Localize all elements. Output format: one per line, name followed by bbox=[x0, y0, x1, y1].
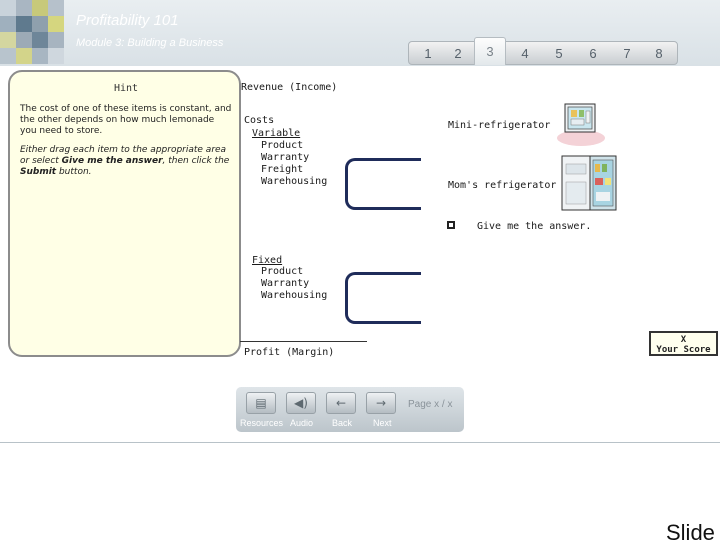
fixed-item-warranty: Warranty bbox=[261, 278, 310, 289]
resources-button[interactable]: ▤ bbox=[246, 392, 276, 414]
module-tabs-bar bbox=[408, 41, 678, 65]
tab-6[interactable]: 6 bbox=[589, 46, 597, 61]
mom-fridge-label[interactable]: Mom's refrigerator bbox=[448, 180, 557, 191]
back-arrow-icon: ← bbox=[335, 396, 347, 410]
mini-fridge-label[interactable]: Mini-refrigerator bbox=[448, 120, 551, 131]
hint-paragraph-1: The cost of one of these items is consta… bbox=[20, 104, 232, 136]
score-label: Your Score bbox=[656, 345, 711, 355]
give-answer-checkbox[interactable] bbox=[447, 221, 455, 229]
fixed-drop-line-bottom bbox=[355, 321, 421, 324]
fixed-drop-bracket[interactable] bbox=[345, 272, 359, 324]
back-label: Back bbox=[332, 418, 353, 428]
variable-item-warehousing: Warehousing bbox=[261, 176, 328, 187]
hint-title: Hint bbox=[114, 83, 139, 94]
module-subtitle: Module 3: Building a Business bbox=[76, 37, 224, 49]
back-button[interactable]: ← bbox=[326, 392, 356, 414]
variable-item-product: Product bbox=[261, 140, 304, 151]
bottom-separator bbox=[0, 442, 720, 443]
tab-4[interactable]: 4 bbox=[521, 46, 529, 61]
resources-label: Resources bbox=[240, 418, 284, 428]
score-box: X Your Score bbox=[649, 331, 718, 356]
audio-button[interactable]: ◀) bbox=[286, 392, 316, 414]
tab-3[interactable]: 3 bbox=[474, 37, 506, 65]
variable-drop-line-bottom bbox=[355, 207, 421, 210]
audio-label: Audio bbox=[290, 418, 314, 428]
next-label: Next bbox=[373, 418, 392, 428]
hint-text: The cost of one of these items is consta… bbox=[20, 104, 232, 186]
fixed-label: Fixed bbox=[252, 255, 283, 266]
tab-2[interactable]: 2 bbox=[454, 46, 462, 61]
fixed-item-warehousing: Warehousing bbox=[261, 290, 328, 301]
costs-label: Costs bbox=[244, 115, 275, 126]
page-counter: Page x / x bbox=[408, 399, 453, 410]
tab-7[interactable]: 7 bbox=[623, 46, 631, 61]
resources-icon: ▤ bbox=[255, 396, 267, 410]
fixed-drop-line-top bbox=[355, 272, 421, 275]
revenue-label: Revenue (Income) bbox=[241, 82, 338, 93]
hint-paragraph-2: Either drag each item to the appropriate… bbox=[20, 145, 230, 177]
variable-drop-bracket[interactable] bbox=[345, 158, 359, 210]
profit-separator bbox=[240, 341, 367, 342]
hint-panel bbox=[8, 70, 241, 357]
mom-fridge-icon[interactable] bbox=[560, 152, 620, 214]
logo-checker bbox=[0, 0, 64, 64]
next-arrow-icon: → bbox=[375, 396, 387, 410]
fixed-item-product: Product bbox=[261, 266, 304, 277]
profit-label: Profit (Margin) bbox=[244, 347, 335, 358]
variable-drop-line-top bbox=[355, 158, 421, 161]
variable-item-warranty: Warranty bbox=[261, 152, 310, 163]
variable-label: Variable bbox=[252, 128, 301, 139]
audio-icon: ◀) bbox=[294, 396, 308, 410]
next-button[interactable]: → bbox=[366, 392, 396, 414]
mini-fridge-icon[interactable] bbox=[555, 100, 607, 148]
slide-label: Slide bbox=[666, 520, 715, 545]
variable-item-freight: Freight bbox=[261, 164, 304, 175]
course-title: Profitability 101 bbox=[76, 12, 179, 29]
tab-5[interactable]: 5 bbox=[555, 46, 563, 61]
give-answer-label: Give me the answer. bbox=[477, 221, 592, 232]
score-value: X bbox=[680, 335, 687, 345]
tab-1[interactable]: 1 bbox=[424, 46, 432, 61]
tab-8[interactable]: 8 bbox=[655, 46, 663, 61]
